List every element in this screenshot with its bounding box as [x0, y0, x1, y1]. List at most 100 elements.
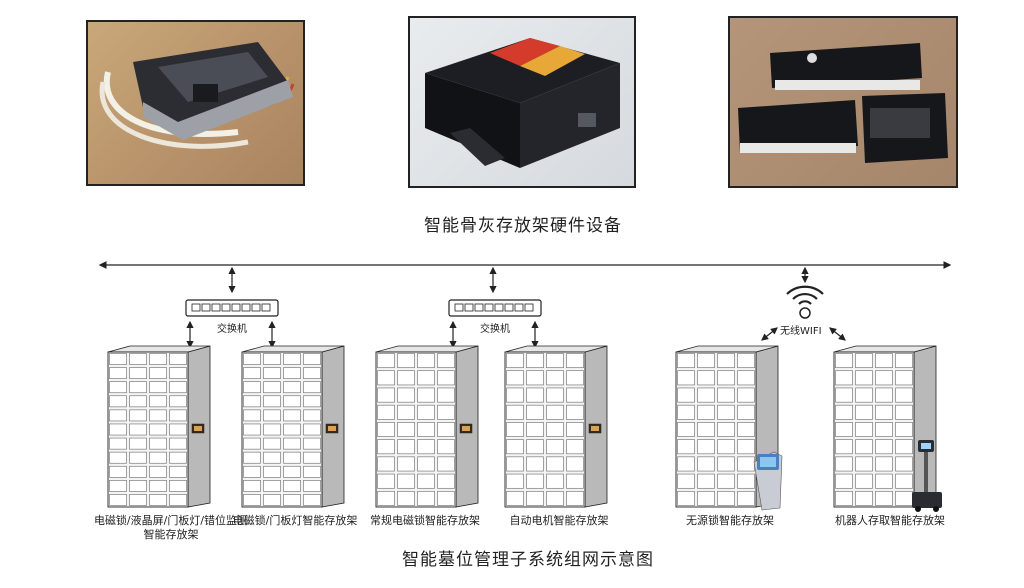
- cabinet-door: [377, 473, 395, 489]
- cabinet-door: [303, 381, 321, 394]
- cabinet-door: [566, 387, 584, 403]
- cabinet-door: [243, 451, 261, 464]
- cabinet-door: [437, 353, 455, 369]
- cabinet-door: [546, 370, 564, 386]
- cabinet-door: [169, 494, 187, 506]
- cabinet-door: [835, 456, 853, 472]
- cabinet-door: [149, 353, 167, 365]
- robot-icon: [912, 440, 942, 512]
- cabinet-door: [737, 456, 755, 472]
- cabinet-door: [397, 404, 415, 420]
- cabinet-door: [566, 422, 584, 437]
- cabinet-door: [129, 353, 147, 365]
- cabinet-door: [377, 439, 395, 455]
- cabinet-door: [283, 437, 301, 450]
- cabinet-door: [437, 370, 455, 386]
- cabinet-door: [717, 404, 735, 420]
- cabinet-door: [697, 370, 715, 386]
- cabinet-door: [697, 490, 715, 506]
- cabinet-door: [263, 465, 281, 478]
- cabinet-door: [855, 387, 873, 403]
- cabinet-door: [397, 370, 415, 386]
- cabinet-door: [129, 395, 147, 408]
- cabinet-door: [677, 490, 695, 506]
- cabinet-door: [437, 387, 455, 403]
- controller-box-icon: [425, 38, 620, 168]
- cabinet-door: [149, 437, 167, 450]
- cabinet-door: [546, 439, 564, 455]
- cabinet-door: [169, 381, 187, 394]
- cabinet-door: [243, 353, 261, 365]
- cabinet-door: [283, 423, 301, 436]
- cabinet-door: [149, 480, 167, 492]
- switch-icon: [448, 299, 542, 317]
- cabinet-door: [895, 439, 913, 455]
- cabinet-door: [697, 439, 715, 455]
- cabinet-door: [677, 439, 695, 455]
- cabinet-door: [169, 480, 187, 492]
- cabinet-door: [283, 480, 301, 492]
- cabinet-door: [506, 490, 524, 506]
- cabinet-door: [417, 473, 435, 489]
- cabinet-door: [417, 370, 435, 386]
- cabinet-door: [263, 395, 281, 408]
- cabinet-door: [149, 409, 167, 422]
- cabinet-door: [855, 473, 873, 489]
- cabinet-door: [129, 381, 147, 394]
- link-wifi-shelf6: [829, 327, 846, 341]
- shelf-label-6: 机器人存取智能存放架: [835, 514, 945, 527]
- cabinet-door: [835, 490, 853, 506]
- cabinet-door: [169, 451, 187, 464]
- cabinet-door: [169, 465, 187, 478]
- lock-photo: [86, 20, 305, 186]
- cabinet-door: [895, 387, 913, 403]
- cabinet-door: [397, 473, 415, 489]
- cabinet-door: [129, 423, 147, 436]
- cabinet-door: [109, 437, 127, 450]
- cabinet-door: [526, 422, 544, 437]
- cabinet-door: [895, 370, 913, 386]
- cabinet-door: [437, 439, 455, 455]
- cabinet-door: [149, 423, 167, 436]
- cabinet-door: [437, 456, 455, 472]
- cabinet-door: [129, 480, 147, 492]
- cabinet-door: [397, 387, 415, 403]
- cabinet-door: [377, 387, 395, 403]
- link-wifi-shelf5: [761, 327, 778, 341]
- cabinet-door: [243, 480, 261, 492]
- cabinet-door: [875, 387, 893, 403]
- cabinet-door: [129, 409, 147, 422]
- cabinet-door: [875, 490, 893, 506]
- cabinet-door: [243, 367, 261, 379]
- cabinet-door: [109, 423, 127, 436]
- cabinet-door: [566, 456, 584, 472]
- cabinet-door: [717, 473, 735, 489]
- cabinet-door: [149, 395, 167, 408]
- cabinet-door: [169, 409, 187, 422]
- cabinet-door: [875, 422, 893, 437]
- cabinet-door: [855, 404, 873, 420]
- cabinet-door: [243, 437, 261, 450]
- cabinet-door: [566, 353, 584, 369]
- cabinet-door: [835, 370, 853, 386]
- cabinet-door: [717, 353, 735, 369]
- storage-cabinet: [107, 345, 211, 508]
- cabinet-door: [895, 473, 913, 489]
- cabinet-door: [895, 353, 913, 369]
- cabinet-door: [109, 381, 127, 394]
- cabinet-door: [109, 480, 127, 492]
- cabinet-door: [397, 490, 415, 506]
- cabinet-door: [717, 456, 735, 472]
- cabinet-door: [506, 353, 524, 369]
- cabinet-door: [855, 439, 873, 455]
- cabinet-door: [697, 456, 715, 472]
- cabinet-door: [546, 456, 564, 472]
- switch-icon: [185, 299, 279, 317]
- storage-cabinet: [504, 345, 608, 508]
- cabinet-door: [506, 473, 524, 489]
- shelf-label-5: 无源锁智能存放架: [686, 514, 774, 527]
- cabinet-door: [377, 456, 395, 472]
- cabinet-door: [855, 422, 873, 437]
- cabinet-door: [835, 387, 853, 403]
- cabinet-door: [243, 494, 261, 506]
